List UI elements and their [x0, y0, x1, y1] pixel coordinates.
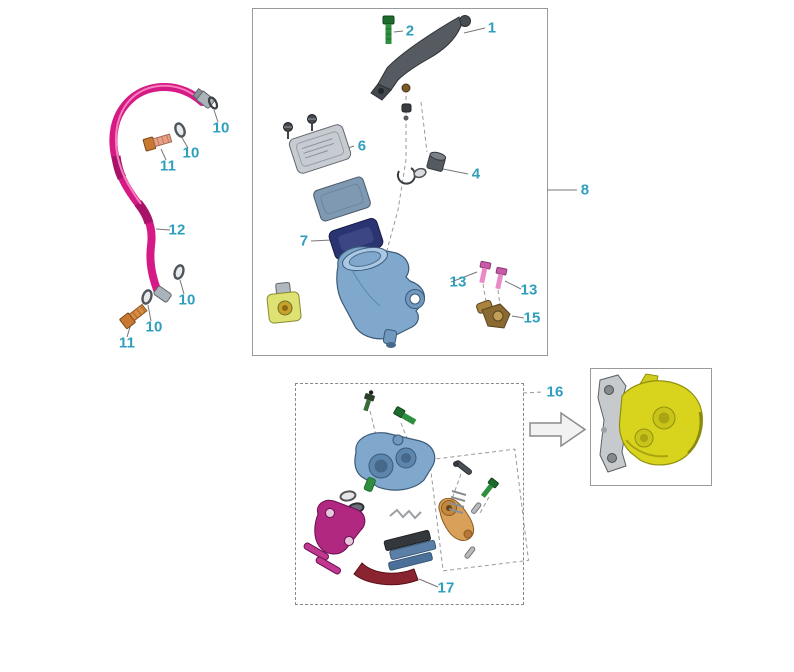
- callout-11-b: 11: [118, 334, 136, 352]
- callout-17: 17: [437, 579, 455, 597]
- callout-1: 1: [487, 19, 497, 37]
- callout-10-c: 10: [178, 291, 196, 309]
- callout-15: 15: [523, 309, 541, 327]
- caliper-assembled-box: [590, 368, 712, 486]
- assembly-arrow: [529, 411, 587, 448]
- washer-upper: [174, 122, 186, 138]
- callout-16: 16: [546, 383, 564, 401]
- callout-10-b: 10: [182, 144, 200, 162]
- callout-13-b: 13: [520, 281, 538, 299]
- callout-11-a: 11: [159, 157, 177, 175]
- o-ring-top: [207, 96, 219, 110]
- washer-lower-b: [141, 289, 153, 305]
- banjo-bolt-upper: [142, 133, 173, 152]
- washer-lower-a: [173, 264, 185, 280]
- callout-2: 2: [405, 22, 415, 40]
- callout-10-a: 10: [212, 119, 230, 137]
- callout-10-d: 10: [145, 318, 163, 336]
- callout-6: 6: [357, 137, 367, 155]
- callout-4: 4: [471, 165, 481, 183]
- callout-13-a: 13: [449, 273, 467, 291]
- master-cylinder-box: [252, 8, 548, 356]
- callout-8: 8: [580, 181, 590, 199]
- caliper-exploded-box: [295, 383, 524, 605]
- callout-12: 12: [168, 221, 186, 239]
- callout-7: 7: [299, 232, 309, 250]
- brake-hose: [109, 83, 215, 303]
- banjo-bolt-lower: [119, 303, 148, 330]
